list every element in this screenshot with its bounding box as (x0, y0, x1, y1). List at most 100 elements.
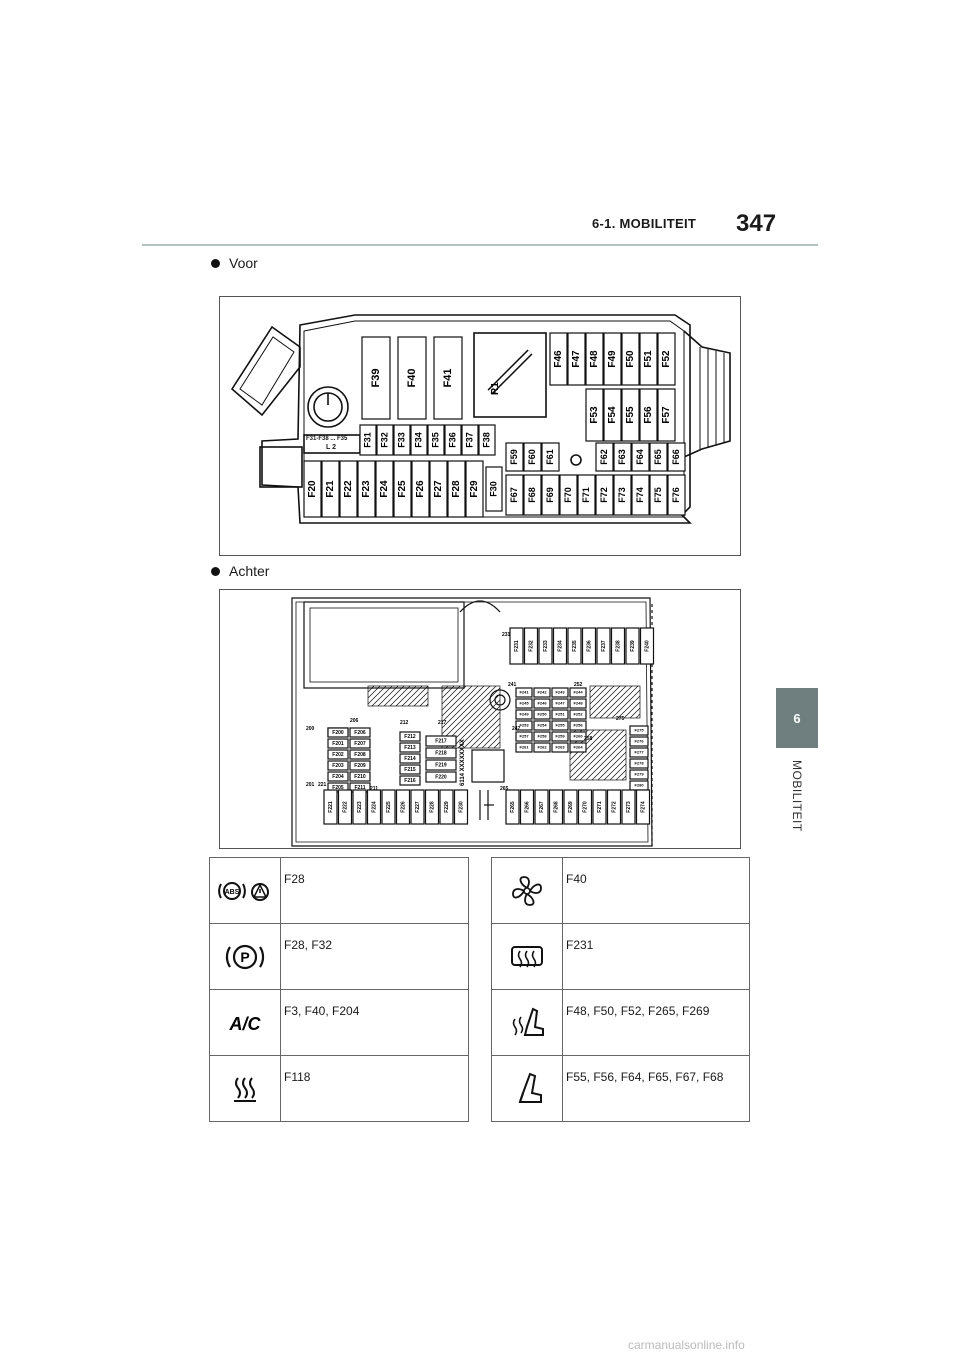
svg-text:F232: F232 (528, 640, 534, 652)
svg-text:F276: F276 (634, 739, 644, 744)
front-sticker-text: F31-F38 ... F35 (306, 436, 348, 442)
svg-text:F27: F27 (433, 480, 444, 498)
svg-text:F271: F271 (597, 801, 603, 813)
front-fuse-f60: F60 (523, 442, 542, 472)
rear-fuse-f216: F216 (399, 775, 421, 786)
rear-fuse-f246: F246 (533, 698, 551, 709)
svg-text:F201: F201 (332, 741, 344, 747)
front-fuse-f49: F49 (603, 332, 622, 386)
front-fuse-f35: F35 (427, 424, 445, 456)
front-fuse-f50: F50 (621, 332, 640, 386)
svg-text:F231: F231 (514, 640, 520, 652)
svg-text:F22: F22 (343, 480, 354, 498)
bullet-dot-icon (211, 258, 220, 268)
front-fuse-f76: F76 (667, 474, 686, 516)
svg-text:F37: F37 (464, 432, 474, 448)
table-row: F40 (491, 857, 750, 924)
rear-fuse-f203: F203 (327, 760, 349, 771)
fuse-list: F118 (280, 1055, 469, 1122)
svg-text:F275: F275 (634, 728, 644, 733)
front-fuse-f24: F24 (375, 460, 394, 518)
p-text: P (240, 949, 249, 965)
front-fuse-f51: F51 (639, 332, 658, 386)
front-heading: Voor (229, 255, 258, 271)
svg-text:F274: F274 (640, 801, 646, 813)
rear-fuse-f243: F243 (551, 687, 569, 698)
svg-text:F258: F258 (537, 734, 547, 739)
rear-fuse-f262: F262 (533, 742, 551, 753)
rear-fuse-f241: F241 (515, 687, 533, 698)
seat-heater-icon (491, 989, 563, 1056)
front-fuse-f55: F55 (621, 388, 640, 442)
svg-text:F254: F254 (537, 723, 547, 728)
rear-fuse-f228: F228 (424, 789, 440, 825)
rear-label-l247: 247 (512, 726, 521, 732)
svg-text:F252: F252 (573, 712, 583, 717)
svg-text:F241: F241 (519, 690, 529, 695)
fuse-list: F55, F56, F64, F65, F67, F68 (562, 1055, 750, 1122)
svg-text:F268: F268 (553, 801, 559, 813)
front-fuse-f25: F25 (393, 460, 412, 518)
rear-fuse-f254: F254 (533, 720, 551, 731)
table-row: P F28, F32 (209, 923, 469, 990)
front-fuse-large-f40: F40 (397, 336, 427, 420)
front-fuse-f26: F26 (411, 460, 430, 518)
svg-text:F224: F224 (371, 801, 377, 813)
rear-fuse-f272: F272 (606, 789, 622, 825)
rear-fuse-f234: F234 (552, 627, 568, 665)
front-fuse-f28: F28 (447, 460, 466, 518)
front-fuse-f46: F46 (549, 332, 568, 386)
rear-fuse-f206: F206 (349, 727, 371, 738)
rear-fuse-f270: F270 (577, 789, 593, 825)
relay-r1-label: R1 (490, 382, 501, 395)
svg-text:F25: F25 (397, 480, 408, 498)
front-fuse-f37: F37 (461, 424, 479, 456)
svg-text:F250: F250 (537, 712, 547, 717)
front-fuse-large-f39: F39 (361, 336, 391, 420)
chapter-tab[interactable]: 6 (776, 688, 818, 748)
rear-label-l217: 217 (438, 720, 447, 726)
svg-text:F39: F39 (370, 369, 382, 388)
front-fuse-f23: F23 (357, 460, 376, 518)
rear-fuse-f200: F200 (327, 727, 349, 738)
svg-text:F36: F36 (447, 432, 457, 448)
svg-text:F38: F38 (481, 432, 491, 448)
svg-text:F33: F33 (396, 432, 406, 448)
svg-text:F267: F267 (539, 801, 545, 813)
svg-text:F266: F266 (524, 801, 530, 813)
front-sticker-text-2: L 2 (326, 444, 336, 451)
table-row: A/C F3, F40, F204 (209, 989, 469, 1056)
svg-text:F56: F56 (643, 406, 654, 424)
svg-text:F243: F243 (555, 690, 565, 695)
svg-text:F263: F263 (555, 745, 565, 750)
watermark-footer: carmanualsonline.info (628, 1338, 745, 1352)
rear-fuse-f258: F258 (533, 731, 551, 742)
rear-fuse-f223: F223 (352, 789, 367, 825)
front-fuse-f29: F29 (465, 460, 484, 518)
svg-text:F54: F54 (607, 406, 618, 424)
svg-text:F216: F216 (404, 778, 416, 784)
rear-fuse-f260: F260 (569, 731, 587, 742)
svg-text:F73: F73 (617, 487, 627, 503)
front-fuse-f56: F56 (639, 388, 658, 442)
rear-fuse-f267: F267 (534, 789, 549, 825)
rear-label-l221: 221 (318, 782, 327, 788)
svg-text:F278: F278 (634, 761, 644, 766)
rear-fuse-f215: F215 (399, 764, 421, 775)
rear-fuse-f229: F229 (439, 789, 454, 825)
svg-text:F20: F20 (307, 480, 318, 498)
front-fuse-f33: F33 (393, 424, 411, 456)
front-fuse-f34: F34 (410, 424, 428, 456)
rear-fuse-f242: F242 (533, 687, 551, 698)
svg-text:F72: F72 (599, 487, 609, 503)
svg-text:F257: F257 (519, 734, 529, 739)
rear-fuse-f217: F217 (425, 735, 457, 747)
svg-text:F59: F59 (509, 449, 519, 465)
rear-fuse-f218: F218 (425, 747, 457, 759)
front-fuse-f38: F38 (478, 424, 496, 456)
front-fuse-f72: F72 (595, 474, 614, 516)
svg-text:F226: F226 (400, 801, 406, 813)
svg-text:F35: F35 (430, 432, 440, 448)
svg-text:F205: F205 (332, 785, 344, 791)
